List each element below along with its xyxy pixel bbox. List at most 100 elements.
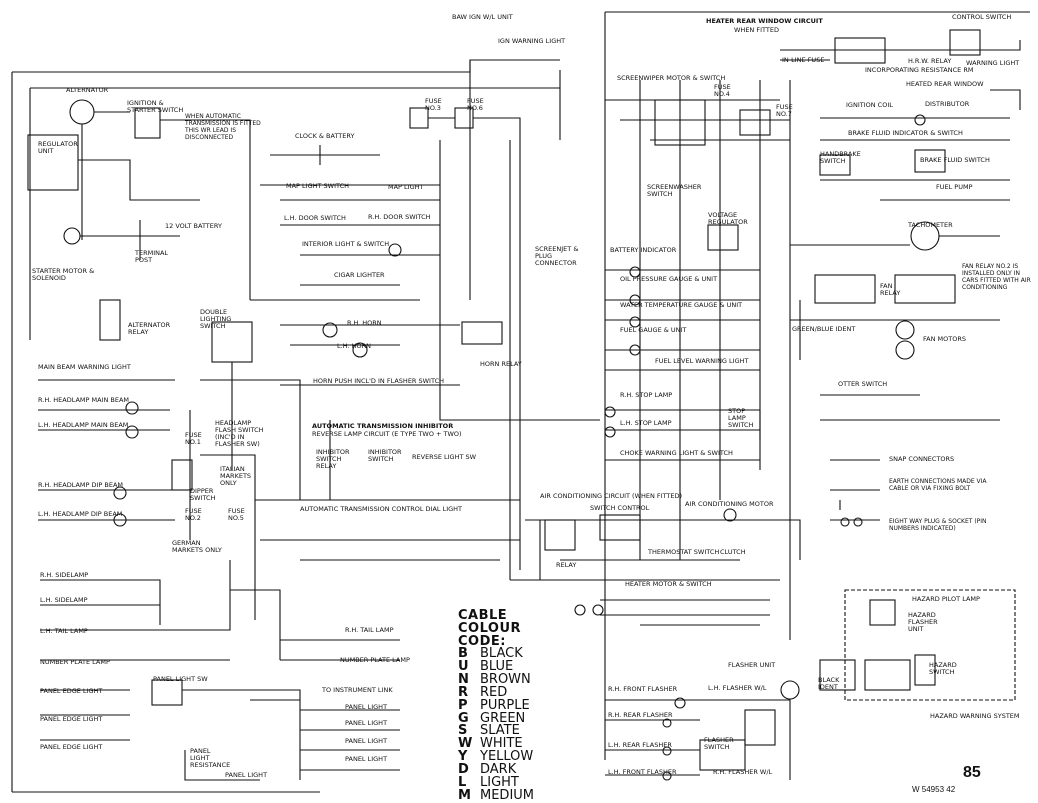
label-clock-battery: CLOCK & BATTERY [295,132,355,140]
colour-code-row: L LIGHT [458,775,578,791]
label-ign-unit: BAW IGN W/L UNIT [452,13,513,21]
label-german-markets: GERMAN MARKETS ONLY [172,539,222,554]
colour-code-row: G GREEN [458,710,578,726]
colour-code-name: DARK [480,762,517,778]
label-auto-trans-note: WHEN AUTOMATIC TRANSMISSION IS FITTED TH… [185,113,261,141]
label-water-temp: WATER TEMPERATURE GAUGE & UNIT [620,301,743,309]
label-horn-relay: HORN RELAY [480,360,522,368]
label-number-plate-lamp-right: NUMBER PLATE LAMP [340,656,410,664]
label-lh-sidelamp: L.H. SIDELAMP [40,596,88,604]
label-rh-headlamp-main: R.H. HEADLAMP MAIN BEAM [38,396,130,404]
label-dipper-switch: DIPPER SWITCH [190,487,216,502]
colour-code-letter: B [458,646,468,661]
label-rh-flasher-wl: R.H. FLASHER W/L [713,768,773,776]
colour-code-row: Y YELLOW [458,749,578,765]
label-aircon-circuit: AIR CONDITIONING CIRCUIT (WHEN FITTED) [540,492,683,500]
label-hrw-relay: H.R.W. RELAY [908,57,952,65]
label-lh-headlamp-main: L.H. HEADLAMP MAIN BEAM [38,421,129,429]
label-relay: RELAY [556,561,577,569]
label-rh-front-flasher: R.H. FRONT FLASHER [608,685,678,693]
label-lh-horn: L.H. HORN [337,342,371,350]
label-rh-headlamp-dip: R.H. HEADLAMP DIP BEAM [38,481,124,489]
label-lh-tail-lamp: L.H. TAIL LAMP [40,627,88,635]
label-choke-warning: CHOKE WARNING LIGHT & SWITCH [620,449,733,457]
label-lh-headlamp-dip: L.H. HEADLAMP DIP BEAM [38,510,123,518]
label-heated-rear-window: HEATED REAR WINDOW [906,80,984,88]
figure-reference: W 54953 42 [912,785,956,794]
colour-code-letter: M [458,787,471,803]
label-panel-light-sw: PANEL LIGHT SW [153,675,208,683]
label-earth-connections: EARTH CONNECTIONS MADE VIA CABLE OR VIA … [889,478,987,492]
label-when-fitted: WHEN FITTED [734,26,779,34]
label-otter-switch: OTTER SWITCH [838,380,888,388]
label-italian-markets: ITALIAN MARKETS ONLY [220,465,252,487]
colour-code-letter: N [458,671,469,687]
label-stop-lamp-switch: STOP LAMP SWITCH [728,407,754,429]
colour-code-letter: D [458,762,469,778]
label-auto-trans-inhibitor: AUTOMATIC TRANSMISSION INHIBITOR [312,422,454,430]
label-map-light: MAP LIGHT [388,183,424,191]
label-screenjet: SCREENJET & PLUG CONNECTOR [535,245,579,267]
label-fan-relay-note: FAN RELAY No.2 IS INSTALLED ONLY IN CARS… [962,263,1031,291]
label-panel-light-4: PANEL LIGHT [345,755,388,763]
label-double-lighting-switch: DOUBLE LIGHTING SWITCH [200,308,232,330]
label-lh-flasher-wl: L.H. FLASHER W/L [708,684,767,692]
label-fan-relay: FAN RELAY [880,282,901,297]
label-panel-edge-light-3: PANEL EDGE LIGHT [40,743,103,751]
colour-code-name: LIGHT [480,775,519,791]
label-panel-light-resistance: PANEL LIGHT RESISTANCE [190,747,231,769]
label-brake-fluid: BRAKE FLUID INDICATOR & SWITCH [848,129,963,137]
label-battery-indicator: BATTERY INDICATOR [610,246,677,254]
label-alternator: ALTERNATOR [66,86,109,94]
colour-code-name: PURPLE [480,697,530,713]
colour-code-letter: L [458,775,467,791]
colour-code-name: YELLOW [480,749,534,765]
label-panel-light-5: PANEL LIGHT [225,771,268,779]
colour-code-letter: Y [458,749,468,765]
label-panel-edge-light-2: PANEL EDGE LIGHT [40,715,103,723]
label-terminal-post: TERMINAL POST [135,249,169,264]
label-hazard-switch: HAZARD SWITCH [929,661,957,676]
label-fuel-pump: FUEL PUMP [936,183,973,191]
colour-code-name: BROWN [480,671,531,687]
label-map-light-switch: MAP LIGHT SWITCH [286,182,350,190]
label-number-plate-lamp-left: NUMBER PLATE LAMP [40,658,110,666]
label-fuse-5: FUSE No.5 [228,507,245,522]
label-handbrake-switch: HANDBRAKE SWITCH [820,150,861,165]
colour-code-letter: R [458,684,469,700]
label-to-instrument-link: TO INSTRUMENT LINK [322,686,393,694]
colour-code-letter: G [458,710,469,726]
label-regulator-unit: REGULATOR UNIT [38,140,78,155]
label-main-beam-warning: MAIN BEAM WARNING LIGHT [38,363,131,371]
colour-code-name: SLATE [480,723,520,739]
label-fuel-gauge: FUEL GAUGE & UNIT [620,326,687,334]
label-alternator-relay: ALTERNATOR RELAY [128,321,171,336]
label-inhibitor-switch-relay: INHIBITOR SWITCH RELAY [316,448,350,470]
label-inhibitor-switch: INHIBITOR SWITCH [368,448,402,463]
colour-code-name: GREEN [480,710,526,726]
label-fuse-1: FUSE No.1 [185,431,202,446]
label-starter-motor: STARTER MOTOR & SOLENOID [32,267,95,282]
label-warning-light: WARNING LIGHT [966,59,1020,67]
label-brake-fluid-switch: BRAKE FLUID SWITCH [920,156,990,164]
label-heater-motor: HEATER MOTOR & SWITCH [625,580,712,588]
cable-colour-code-title-2: COLOUR [458,621,522,636]
label-eight-way-plug: EIGHT WAY PLUG & SOCKET (PIN NUMBERS IND… [889,518,987,532]
label-hazard-flasher-unit: HAZARD FLASHER UNIT [908,611,938,633]
colour-code-name: BLACK [480,646,523,661]
label-panel-light-1: PANEL LIGHT [345,703,388,711]
colour-code-name: RED [480,684,508,700]
page-number: 85 [963,764,981,781]
label-heater-rear-window: HEATER REAR WINDOW CIRCUIT [706,17,823,25]
label-rh-door-switch: R.H. DOOR SWITCH [368,213,431,221]
label-fan-motors: FAN MOTORS [923,335,966,343]
label-rh-sidelamp: R.H. SIDELAMP [40,571,89,579]
label-fuse-3: FUSE No.3 [425,97,442,112]
colour-code-row: D DARK [458,762,578,778]
label-green-blue-ident: GREEN/BLUE IDENT [792,325,856,333]
